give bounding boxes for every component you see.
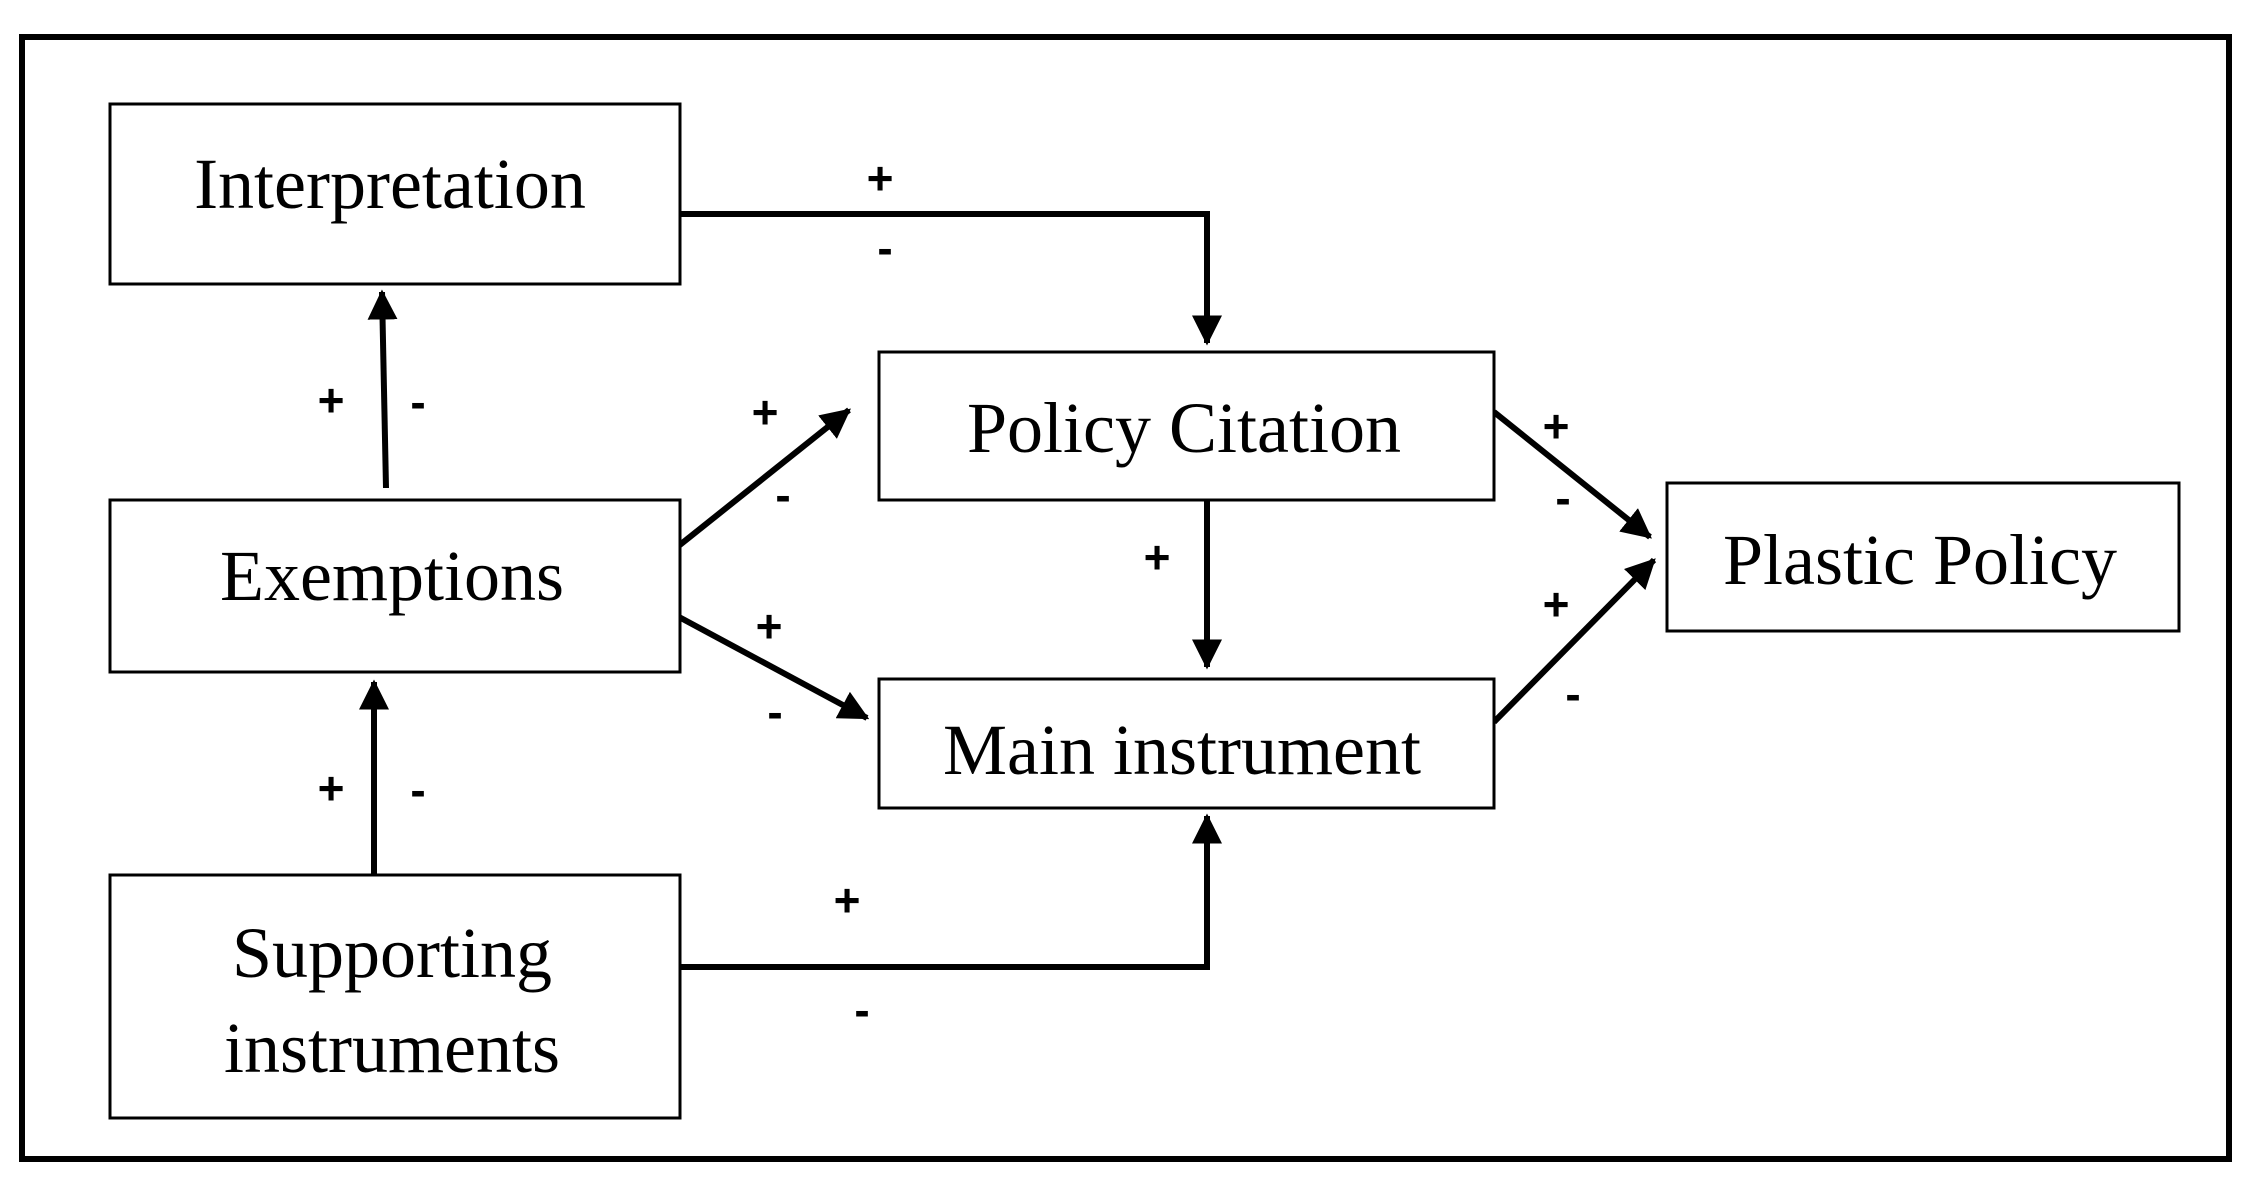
sign-minus-exemptions-main: - [767, 686, 782, 738]
sign-plus-supporting-exemptions: + [318, 762, 345, 814]
edge-exemptions-to-policy-citation [674, 407, 851, 551]
sign-plus-citation-main: + [1144, 531, 1171, 583]
sign-minus-exemptions-interpretation: - [410, 376, 425, 428]
sign-minus-interpretation-citation: - [877, 222, 892, 274]
sign-minus-supporting-exemptions: - [410, 764, 425, 816]
node-supporting-label-line1: Supporting [232, 913, 552, 993]
sign-plus-exemptions-interpretation: + [318, 374, 345, 426]
edge-supporting-to-main-instrument [680, 813, 1222, 970]
node-plastic-policy-label: Plastic Policy [1723, 520, 2117, 600]
edge-interpretation-to-policy-citation [680, 211, 1222, 346]
sign-minus-supporting-main: - [854, 984, 869, 1036]
edge-policy-citation-to-plastic-policy [1492, 409, 1652, 540]
node-supporting-instruments: Supporting instruments [108, 873, 682, 1120]
sign-plus-interpretation-citation: + [867, 152, 894, 204]
node-main-instrument: Main instrument [877, 677, 1496, 810]
sign-plus-main-plastic: + [1543, 578, 1570, 630]
sign-plus-citation-plastic: + [1543, 400, 1570, 452]
sign-plus-exemptions-citation: + [752, 386, 779, 438]
sign-plus-supporting-main: + [834, 874, 861, 926]
node-supporting-label-line2: instruments [224, 1008, 560, 1088]
node-policy-citation-label: Policy Citation [967, 388, 1401, 468]
sign-minus-exemptions-citation: - [775, 469, 790, 521]
edge-exemptions-to-main-instrument [677, 614, 870, 721]
sign-minus-main-plastic: - [1565, 668, 1580, 720]
node-interpretation: Interpretation [108, 102, 682, 286]
node-exemptions: Exemptions [108, 498, 682, 674]
edge-main-instrument-to-plastic-policy [1491, 557, 1657, 725]
outer-frame [19, 34, 2232, 1162]
node-exemptions-label: Exemptions [220, 536, 564, 616]
node-main-instrument-label: Main instrument [943, 710, 1421, 790]
sign-plus-exemptions-main: + [756, 600, 783, 652]
edge-exemptions-to-interpretation [367, 289, 398, 489]
node-plastic-policy: Plastic Policy [1665, 481, 2181, 633]
node-policy-citation: Policy Citation [877, 350, 1496, 502]
sign-minus-citation-plastic: - [1555, 472, 1570, 524]
node-interpretation-label: Interpretation [194, 144, 586, 224]
